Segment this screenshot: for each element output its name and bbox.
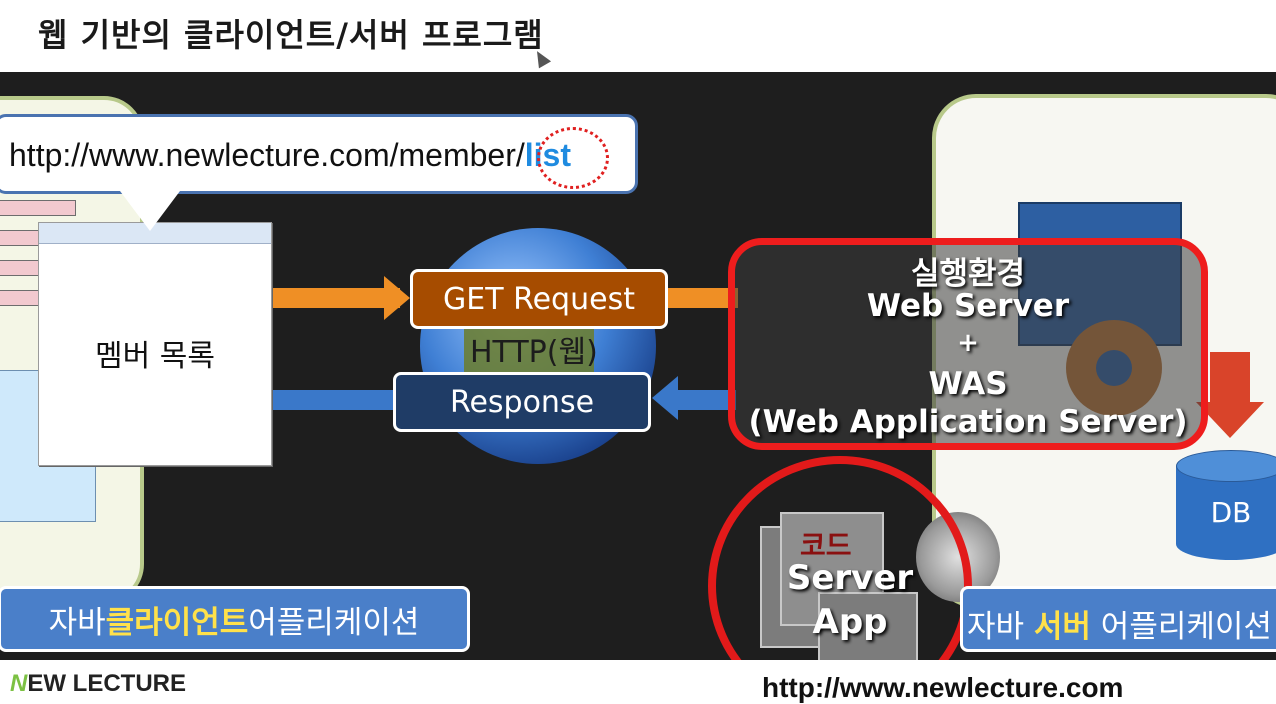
newlecture-logo: NEW LECTURE <box>10 670 186 698</box>
server-caption-prefix: 자바 <box>967 609 1034 645</box>
db-top <box>1176 450 1276 482</box>
response-box: Response <box>393 372 651 432</box>
request-arrow-right <box>668 288 738 308</box>
response-arrow-right <box>676 390 736 410</box>
response-arrow-left <box>270 390 394 410</box>
request-arrow-left <box>270 288 400 308</box>
database-icon: DB <box>1176 450 1276 562</box>
runtime-title: 실행환경 <box>910 256 1026 292</box>
logo-mark: N <box>10 670 28 697</box>
browser-window: 멤버 목록 <box>38 222 272 466</box>
runtime-web-server: Web Server <box>866 288 1070 324</box>
diagram-stage: HTTP(웹) GET Request Response 멤버 목록 http:… <box>0 72 1276 660</box>
runtime-was-full: (Web Application Server) <box>748 404 1188 440</box>
client-caption-highlight: 클라이언트 <box>105 604 249 641</box>
client-caption-prefix: 자바 <box>48 604 106 641</box>
browser-content-label: 멤버 목록 <box>95 339 215 374</box>
page-title: 웹 기반의 클라이언트/서버 프로그램 <box>38 16 544 54</box>
runtime-was: WAS <box>928 366 1008 402</box>
http-label: HTTP(웹) <box>470 335 598 370</box>
document-line <box>0 200 76 216</box>
server-app-caption: 자바 서버 어플리케이션 <box>960 586 1276 652</box>
url-highlight-ring <box>537 127 609 189</box>
client-caption-suffix: 어플리케이션 <box>248 604 420 641</box>
server-caption-suffix: 어플리케이션 <box>1090 609 1272 645</box>
footer <box>0 660 1276 696</box>
runtime-environment-box <box>728 238 1208 450</box>
db-label: DB <box>1210 496 1252 529</box>
footer-url: http://www.newlecture.com <box>762 672 1124 703</box>
arrow-head-right-icon <box>384 276 410 320</box>
runtime-plus: + <box>957 328 979 358</box>
url-text: http://www.newlecture.com/member/list <box>9 137 571 174</box>
get-request-box: GET Request <box>410 269 668 329</box>
server-caption-highlight: 서버 <box>1033 609 1091 645</box>
arrow-head-left-icon <box>652 376 678 420</box>
url-prefix: http://www.newlecture.com/member/ <box>9 137 525 173</box>
browser-toolbar <box>39 223 271 244</box>
server-app-highlight-ring <box>708 456 972 660</box>
db-arrow-shaft <box>1210 352 1250 402</box>
url-callout: http://www.newlecture.com/member/list <box>0 114 638 194</box>
logo-text: EW LECTURE <box>27 670 187 697</box>
client-app-caption: 자바 클라이언트 어플리케이션 <box>0 586 470 652</box>
callout-pointer <box>120 191 180 231</box>
